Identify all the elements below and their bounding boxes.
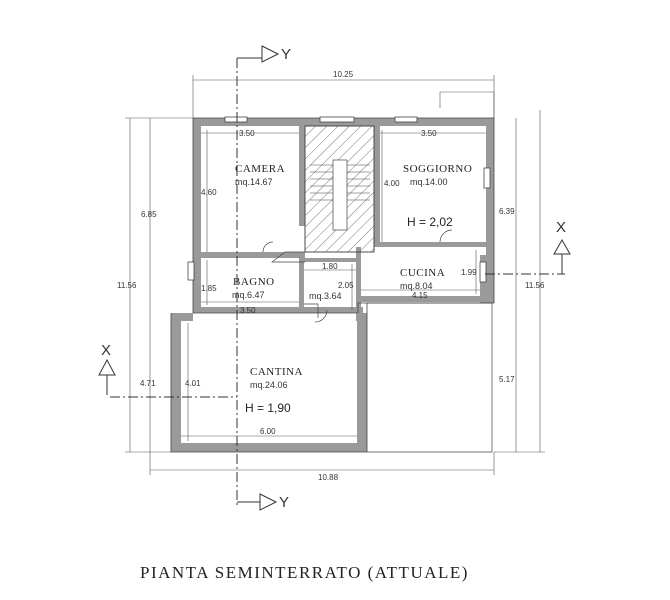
dim-right-lower: 5.17 [499,375,515,384]
dim-top-overall: 10.25 [333,70,354,79]
height-cantina: H = 1,90 [245,401,291,415]
door-swings [262,229,453,323]
staircase [270,125,375,263]
dim-left-total: 11.56 [117,281,137,290]
dim-bagno-width: 3.50 [240,306,256,315]
room-area-ripostiglio: mq.3.64 [309,291,342,301]
room-area-cucina: mq.8.04 [400,281,433,291]
dim-camera-width: 3.50 [239,129,255,138]
room-name-camera: CAMERA [235,163,285,175]
dim-cucina-depth: 1.99 [461,268,477,277]
room-area-camera: mq.14.67 [235,177,273,187]
section-marker-x-right: X [556,219,566,236]
dim-bottom-overall: 10.88 [318,473,339,482]
dim-cucina-width: 4.15 [412,291,428,300]
section-lines [98,45,571,511]
section-marker-x-left: X [101,342,111,359]
room-area-cantina: mq.24.06 [250,380,288,390]
room-name-cucina: CUCINA [400,267,445,279]
dimension-lines [125,75,545,475]
height-upper: H = 2,02 [407,215,453,229]
dim-cantina-left: 4.71 [140,379,156,388]
dim-bagno-depth: 1.85 [201,284,217,293]
dim-rip-depth: 2.05 [338,281,354,290]
room-name-bagno: BAGNO [233,276,275,288]
section-marker-y-top: Y [281,46,291,63]
cantina-walls [170,302,493,453]
interior-walls [201,126,488,327]
dim-rip-width: 1.80 [322,262,338,271]
dim-cantina-width: 6.00 [260,427,276,436]
dim-right-upper: 6.39 [499,207,515,216]
dim-camera-depth: 4.60 [201,188,217,197]
dim-left-upper: 6.85 [141,210,157,219]
section-marker-y-bottom: Y [279,494,289,511]
dim-soggiorno-depth: 4.00 [384,179,400,188]
room-area-bagno: mq.6.47 [232,290,265,300]
dim-right-total: 11.56 [525,281,545,290]
room-name-cantina: CANTINA [250,366,303,378]
plan-title: PIANTA SEMINTERRATO (ATTUALE) [140,563,469,582]
room-area-soggiorno: mq.14.00 [410,177,448,187]
dim-soggiorno-width: 3.50 [421,129,437,138]
dim-cantina-depth: 4.01 [185,379,201,388]
room-name-soggiorno: SOGGIORNO [403,163,472,175]
